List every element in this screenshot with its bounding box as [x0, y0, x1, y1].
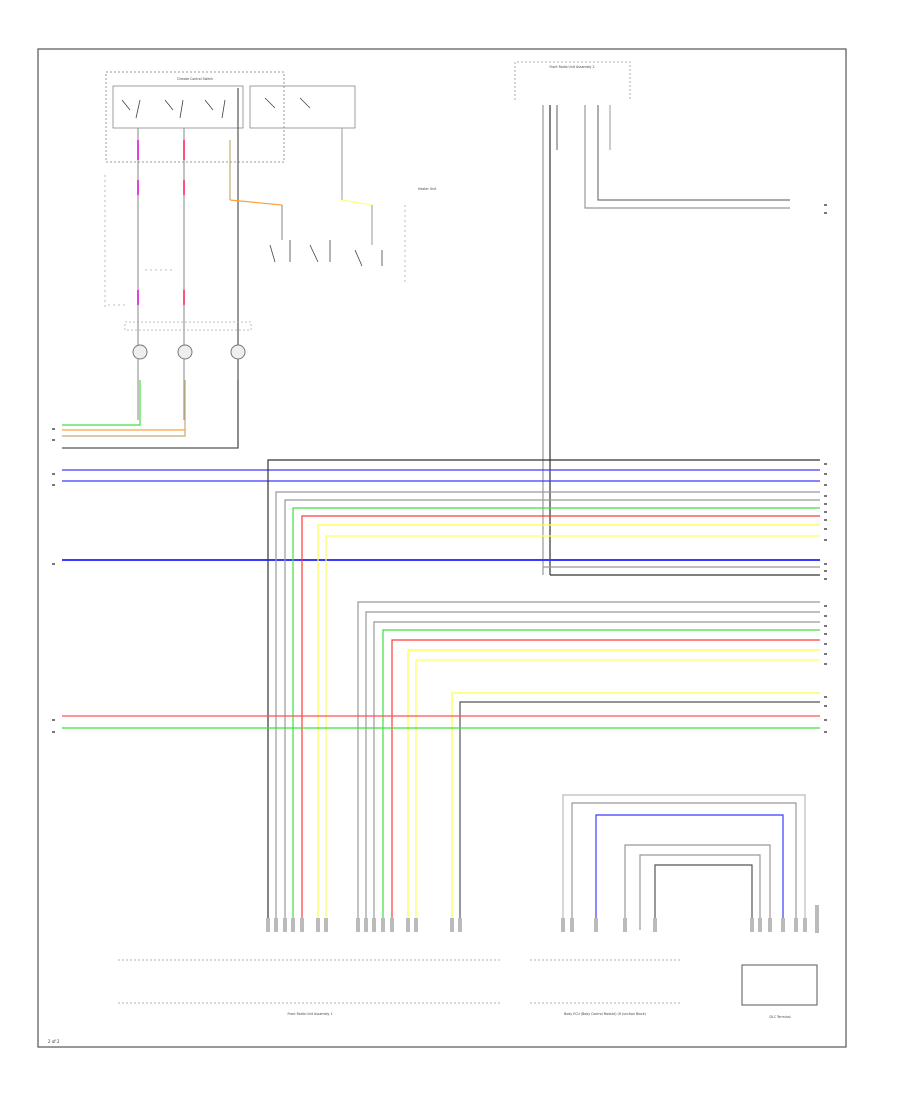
page-id: 2 of 2 [48, 1039, 60, 1044]
connector-housings [118, 959, 680, 1004]
body-ecu-label: Body ECU (Body Control Module) (H Juncti… [564, 1012, 646, 1016]
left-terminal-ticks [52, 428, 55, 733]
climate-switch-label: Climate Control Switch [177, 77, 213, 81]
sensor-group [124, 321, 252, 360]
dlc-block: DLC Terminal [741, 964, 818, 1019]
sensor-1-icon [132, 344, 148, 360]
sensor-3-icon [230, 344, 246, 360]
heater-unit-label: Heater Unit [418, 187, 437, 191]
switch-wires [137, 88, 373, 448]
sensor-2-icon [177, 344, 193, 360]
bottom-connector-pins [266, 905, 819, 933]
front-radio-label: Front Radio Unit Assembly 1 [288, 1012, 333, 1016]
right-terminal-ticks [824, 204, 827, 733]
diagram-frame [37, 48, 847, 1048]
radio-unit-top-label: Front Radio Unit Assembly 2 [550, 65, 595, 69]
climate-switch-block: Climate Control Switch [105, 71, 356, 163]
sensor-output-wires [62, 380, 239, 449]
heater-unit-block [104, 175, 406, 310]
ecu-wires [562, 794, 806, 930]
horizontal-bus [62, 459, 820, 930]
radio-unit-top-block: Front Radio Unit Assembly 2 [514, 61, 631, 100]
radio-top-wires [542, 105, 790, 575]
dlc-label: DLC Terminal [770, 1015, 791, 1019]
relay-contacts [269, 240, 383, 267]
lower-bus [62, 601, 820, 930]
